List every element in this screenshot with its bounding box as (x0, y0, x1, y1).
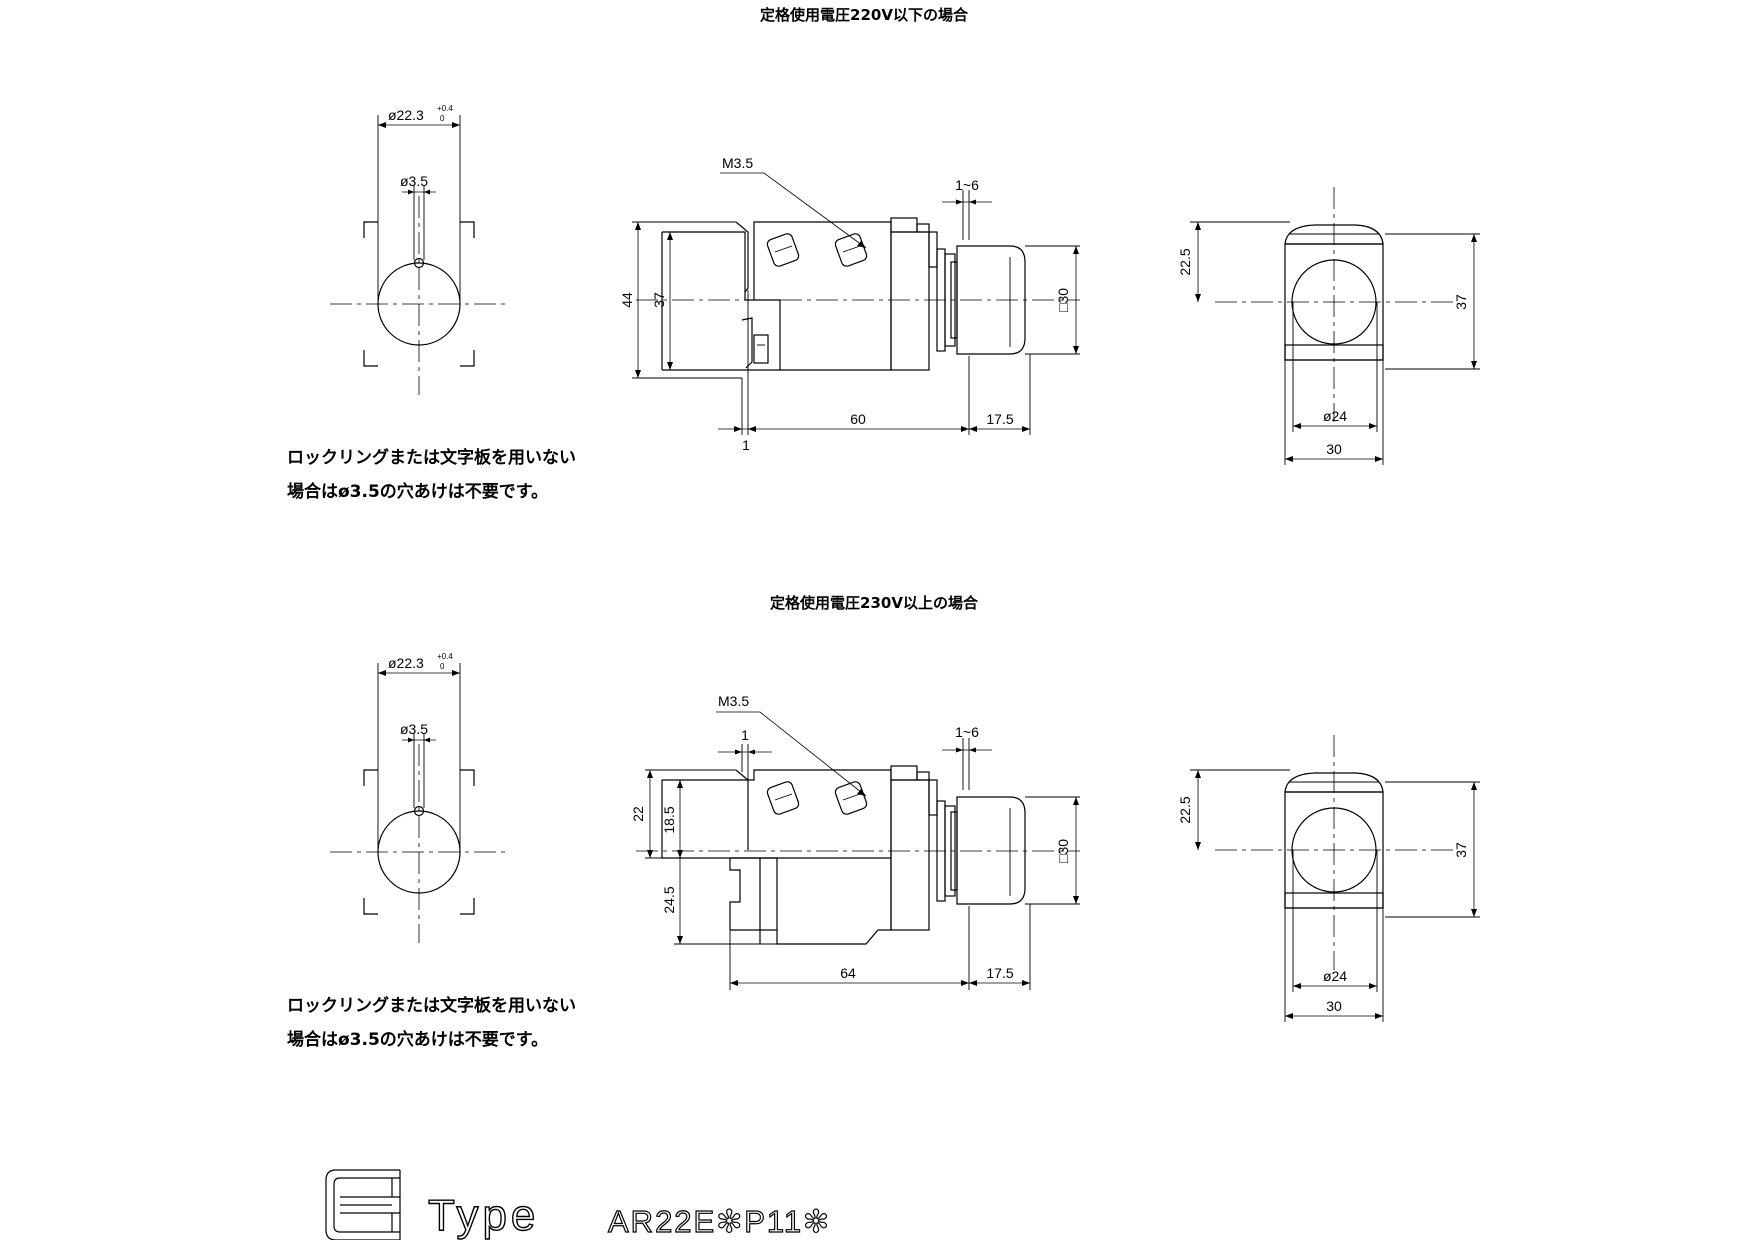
note-bottom-line2: 場合はø3.5の穴あけは不要です。 (287, 1029, 548, 1050)
front-view-bottom-dims: 22.5 37 ø24 30 (1177, 769, 1480, 1022)
dim-top-44: 44 (619, 292, 635, 308)
dim-bottom-18-5: 18.5 (661, 806, 677, 833)
dim-bottom-screw: M3.5 (718, 693, 749, 709)
dim-bottom-22: 22 (630, 806, 646, 822)
side-view-top: 44 37 □30 60 17.5 1 1~6 (619, 155, 1080, 453)
dim-bottom-64: 64 (840, 965, 856, 981)
front-top-37: 37 (1453, 294, 1469, 310)
dim-top-panel-range: 1~6 (955, 177, 979, 193)
cutout-bottom-dia-label: ø22.3 (388, 655, 424, 671)
note-top-line1: ロックリングまたは文字板を用いない (287, 447, 576, 468)
footer-model: AR22E✻P11✻ (608, 1204, 831, 1239)
dim-top-17-5: 17.5 (986, 411, 1013, 427)
front-top-22-5: 22.5 (1177, 248, 1193, 275)
panel-cutout-bottom (329, 662, 511, 944)
cutout-top-dia-label: ø22.3 (388, 107, 424, 123)
dim-top-square: □30 (1055, 288, 1071, 312)
dim-top-screw: M3.5 (722, 155, 753, 171)
dim-bottom-1: 1 (741, 727, 749, 743)
dim-bottom-24-5: 24.5 (661, 886, 677, 913)
cutout-bottom-tol-zero: 0 (440, 662, 445, 671)
dim-top-1: 1 (742, 437, 750, 453)
front-bottom-37: 37 (1453, 842, 1469, 858)
footer-type-word: Type (428, 1191, 539, 1240)
cutout-bottom-hole-label: ø3.5 (400, 721, 428, 737)
title-top: 定格使用電圧220V以下の場合 (760, 6, 969, 24)
note-bottom-line1: ロックリングまたは文字板を用いない (287, 995, 576, 1016)
front-view-top-dims: 22.5 37 ø24 30 (1177, 221, 1480, 465)
front-top-30: 30 (1326, 441, 1342, 457)
dim-bottom-17-5: 17.5 (986, 965, 1013, 981)
dim-bottom-panel-range: 1~6 (955, 724, 979, 740)
dim-top-60: 60 (850, 411, 866, 427)
front-bottom-30: 30 (1326, 998, 1342, 1014)
dim-top-37: 37 (651, 292, 667, 308)
note-top-line2: 場合はø3.5の穴あけは不要です。 (287, 481, 548, 502)
e-letter-logo (325, 1169, 401, 1240)
front-bottom-22-5: 22.5 (1177, 796, 1193, 823)
cutout-top-tol-zero: 0 (440, 114, 445, 123)
cutout-top-tol-plus: +0.4 (437, 104, 453, 113)
side-view-bottom: 22 18.5 24.5 □30 64 17.5 1 (630, 693, 1080, 990)
panel-cutout-top (329, 114, 511, 396)
dim-bottom-square: □30 (1055, 839, 1071, 863)
front-top-dia: ø24 (1323, 408, 1347, 424)
cutout-bottom-tol-plus: +0.4 (437, 652, 453, 661)
front-bottom-dia: ø24 (1323, 968, 1347, 984)
title-bottom: 定格使用電圧230V以上の場合 (770, 594, 979, 612)
cutout-top-hole-label: ø3.5 (400, 173, 428, 189)
